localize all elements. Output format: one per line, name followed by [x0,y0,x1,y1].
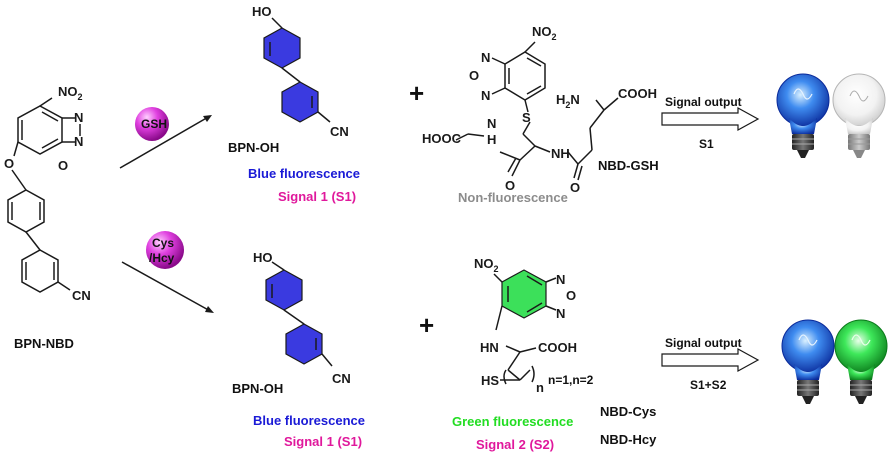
bottom-bpn-oh-name: BPN-OH [232,381,283,396]
nbd-cys-no2: NO2 [474,256,499,274]
nbd-gsh-nh1-h: H [487,132,496,147]
nbd-cys-ring-n1: N [556,272,565,287]
nbd-hcy-name: NBD-Hcy [600,432,657,447]
top-nbd-gsh-molecule [455,41,619,181]
top-bpn-oh-name: BPN-OH [228,140,279,155]
gsh-sphere-icon [135,107,169,141]
bottom-plus: + [419,310,434,340]
light-bulb-off-icon [832,73,886,158]
hcy-label: /Hcy [149,251,175,265]
top-blue-fluorescence: Blue fluorescence [248,166,360,181]
nbd-gsh-nh1: N [487,116,496,131]
nbd-cys-name: NBD-Cys [600,404,656,419]
nbd-cys-n-values: n=1,n=2 [548,373,594,387]
top-plus: + [409,78,424,108]
top-bpn-oh-molecule [263,17,331,123]
bottom-open-arrow [661,347,760,373]
nbd-gsh-h2n: H2N [556,92,580,110]
light-bulb-blue-icon [781,319,835,404]
reactant-ring-n1: N [74,110,83,125]
bottom-signal-output-value: S1+S2 [690,378,727,392]
reactant-ring-n2: N [74,134,83,149]
nbd-gsh-name: NBD-GSH [598,158,659,173]
nbd-gsh-ring-o: O [469,68,479,83]
cys-label: Cys [152,236,174,250]
nbd-cys-cooh: COOH [538,340,577,355]
bottom-reaction-arrow [121,261,213,313]
top-bpn-oh-cn: CN [330,124,349,139]
nbd-cys-n-subscript: n [536,380,544,395]
light-bulb-blue-icon [776,73,830,158]
bottom-nbd-cys-molecule [493,269,557,385]
top-open-arrow [661,106,760,132]
nbd-gsh-s: S [522,110,531,125]
bottom-bpn-oh-ho: HO [253,250,273,265]
nbd-cys-ring-n2: N [556,306,565,321]
bottom-bpn-oh-molecule [265,261,333,367]
reactant-no2-label: NO2 [58,84,83,102]
top-signal-output-label: Signal output [665,95,742,109]
nbd-gsh-cooh: COOH [618,86,657,101]
bottom-green-fluorescence: Green fluorescence [452,414,573,429]
top-reaction-arrow [119,115,211,169]
gsh-label: GSH [141,117,167,131]
bottom-bpn-oh-cn: CN [332,371,351,386]
nbd-cys-ring-o: O [566,288,576,303]
bottom-blue-fluorescence: Blue fluorescence [253,413,365,428]
top-arrow-head [203,115,212,122]
nbd-gsh-nh2: NH [551,146,570,161]
bottom-arrow-head [205,306,214,313]
bottom-signal-output-label: Signal output [665,336,742,350]
nbd-gsh-ring-n1: N [481,50,490,65]
top-signal-output-value: S1 [699,137,714,151]
top-bpn-oh-ho: HO [252,4,272,19]
reactant-ring-o: O [58,158,68,173]
nbd-gsh-no2: NO2 [532,24,557,42]
nbd-gsh-ring-n2: N [481,88,490,103]
cys-hcy-sphere-icon [146,231,184,269]
reactant-name: BPN-NBD [14,336,74,351]
top-signal-1: Signal 1 (S1) [278,189,356,204]
top-non-fluorescence: Non-fluorescence [458,190,568,205]
nbd-cys-hn: HN [480,340,499,355]
nbd-gsh-o2: O [570,180,580,195]
light-bulb-green-icon [834,319,888,404]
reactant-cn-label: CN [72,288,91,303]
bottom-signal-1: Signal 1 (S1) [284,434,362,449]
bottom-signal-2: Signal 2 (S2) [476,437,554,452]
reactant-ether-o: O [4,156,14,171]
nbd-cys-hs: HS [481,373,499,388]
nbd-gsh-o1: O [505,178,515,193]
reactant-molecule [7,97,81,293]
nbd-gsh-hooc: HOOC [422,131,462,146]
